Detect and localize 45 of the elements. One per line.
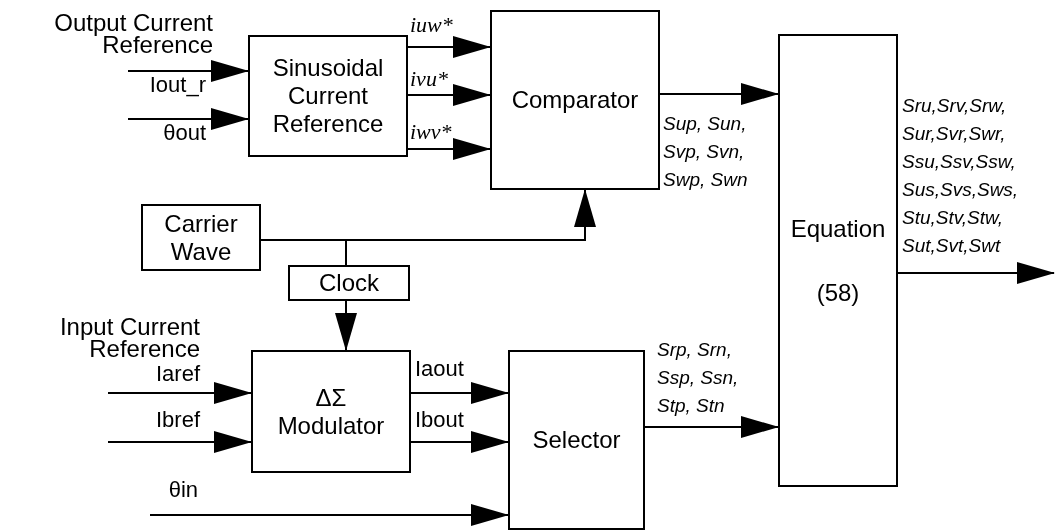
process-box bbox=[288, 265, 410, 301]
box-label: Clock bbox=[319, 269, 379, 297]
signal-label: θout bbox=[162, 121, 206, 145]
input-heading: Input Current Reference bbox=[58, 316, 200, 360]
arrow bbox=[107, 382, 252, 404]
arrow bbox=[410, 382, 509, 404]
signal-label: iwv* bbox=[410, 120, 453, 144]
arrow bbox=[407, 84, 491, 106]
signal-label: ivu* bbox=[410, 67, 449, 91]
process-box bbox=[778, 34, 898, 487]
arrow bbox=[410, 431, 509, 453]
box-label: (58) bbox=[816, 278, 860, 307]
arrow bbox=[127, 60, 249, 82]
signal-label: Sru,Srv,Srw, Sur,Svr,Swr, Ssu,Ssv,Ssw, Sus,Svs,Sws, Stu,Stv,Stw, Sut,Svt,Swt bbox=[902, 94, 1020, 258]
signal-label: iuw* bbox=[410, 13, 454, 37]
box-label: ΔΣ Modulator bbox=[276, 383, 386, 440]
process-box bbox=[508, 350, 645, 530]
box-label: Comparator bbox=[511, 86, 639, 114]
arrow bbox=[897, 262, 1055, 284]
box-label: Sinusoidal Current Reference bbox=[271, 54, 385, 138]
signal-label: Sup, Sun, Svp, Svn, Swp, Swn bbox=[663, 112, 749, 192]
arrow bbox=[407, 138, 491, 160]
input-heading: Output Current Reference bbox=[53, 12, 213, 56]
arrow bbox=[107, 431, 252, 453]
arrow bbox=[659, 83, 779, 105]
box-label: Selector bbox=[532, 426, 621, 454]
signal-label: Srp, Srn, Ssp, Ssn, Stp, Stn bbox=[657, 338, 740, 418]
box-label: Carrier Wave bbox=[163, 209, 239, 266]
signal-label: θin bbox=[167, 478, 198, 502]
arrow bbox=[335, 300, 357, 351]
arrow bbox=[149, 504, 509, 526]
signal-label: Iaref bbox=[154, 362, 200, 386]
process-box bbox=[251, 350, 411, 473]
signal-label: Ibref bbox=[154, 408, 200, 432]
signal-label: Iout_r bbox=[148, 73, 206, 97]
signal-label: Ibout bbox=[415, 408, 465, 432]
signal-label: Iaout bbox=[415, 357, 465, 381]
process-box bbox=[490, 10, 660, 190]
arrow bbox=[127, 108, 249, 130]
arrow bbox=[644, 416, 779, 438]
process-box bbox=[141, 204, 261, 271]
process-box bbox=[248, 35, 408, 157]
box-label: Equation bbox=[790, 214, 886, 243]
connector-line bbox=[260, 239, 347, 266]
arrow bbox=[407, 36, 491, 58]
